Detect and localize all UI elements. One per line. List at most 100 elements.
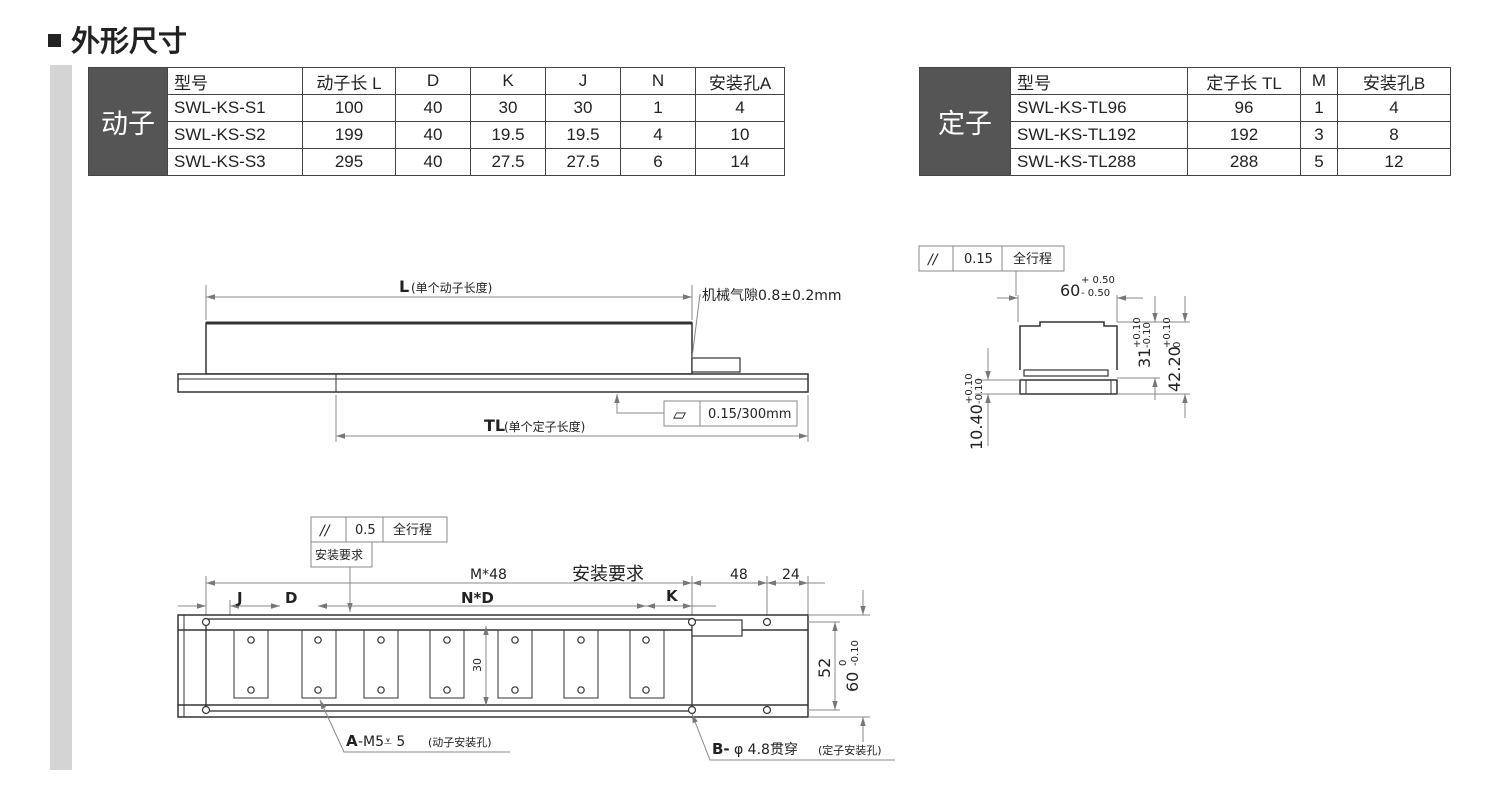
square-bullet-icon bbox=[48, 33, 61, 47]
table-cell: 40 bbox=[395, 94, 471, 122]
gray-side-bar bbox=[50, 65, 72, 770]
mounting-holes-a bbox=[247, 636, 650, 694]
parallel-symbol: // bbox=[926, 252, 939, 268]
top-view bbox=[177, 516, 895, 761]
dim-ND: N*D bbox=[461, 589, 494, 607]
hole-b-spec: φ 4.8贯穿 bbox=[734, 742, 798, 758]
magnet-slots bbox=[233, 629, 665, 699]
table-cell: 3 bbox=[1300, 121, 1338, 149]
parallel-frame-top bbox=[310, 516, 448, 543]
parallel-tolerance-top: 0.5 bbox=[355, 523, 376, 538]
dim-L-label: L bbox=[399, 277, 409, 296]
section-title: 外形尺寸 bbox=[48, 18, 187, 60]
dim-J: J bbox=[236, 589, 243, 607]
cable-connector-top bbox=[691, 619, 743, 637]
table-row: SWL-KS-TL96 96 1 4 bbox=[920, 94, 1451, 122]
table-cell: 27.5 bbox=[545, 148, 621, 176]
table-cell: 4 bbox=[620, 121, 696, 149]
table-cell: SWL-KS-S1 bbox=[167, 94, 303, 122]
section-title-text: 外形尺寸 bbox=[71, 24, 188, 58]
dim-K: K bbox=[666, 587, 679, 605]
dim-TL-note: (单个定子长度) bbox=[504, 419, 585, 434]
side-view bbox=[177, 285, 809, 442]
hole-a-label: A bbox=[346, 732, 358, 750]
dim-D: D bbox=[285, 589, 297, 607]
table-cell: SWL-KS-TL96 bbox=[1010, 94, 1188, 122]
column-header: K bbox=[470, 67, 546, 95]
dim-width: 60 bbox=[1060, 281, 1080, 300]
mover-body bbox=[205, 322, 693, 375]
dim-h10-tol-lower: -0.10 bbox=[974, 378, 985, 404]
parallel-tolerance: 0.15 bbox=[964, 252, 993, 267]
dim-m48: M*48 bbox=[470, 567, 507, 583]
parallel-symbol-top: // bbox=[318, 523, 331, 539]
dim-48: 48 bbox=[730, 567, 748, 583]
rail-cross-section bbox=[1019, 379, 1118, 395]
dim-60-tol-lower: -0.10 bbox=[850, 640, 861, 666]
column-header: 安装孔B bbox=[1337, 67, 1451, 95]
dim-h31-tol-lower: -0.10 bbox=[1142, 322, 1153, 348]
dim-h10-tol-upper: +0.10 bbox=[964, 373, 975, 404]
mover-top bbox=[205, 618, 693, 712]
table-cell: 5 bbox=[1300, 148, 1338, 176]
table-cell: SWL-KS-S3 bbox=[167, 148, 303, 176]
table-cell: 12 bbox=[1337, 148, 1451, 176]
dim-L-note: (单个动子长度) bbox=[411, 280, 492, 295]
table-row: 动子 型号 动子长 L D K J N 安装孔A bbox=[88, 67, 785, 176]
table-row: SWL-KS-TL192 192 3 8 bbox=[920, 121, 1451, 149]
install-req-label: 安装要求 bbox=[315, 547, 363, 562]
end-view bbox=[918, 245, 1190, 446]
install-req-box bbox=[310, 541, 373, 568]
dim-width-tol-upper: + 0.50 bbox=[1081, 275, 1115, 286]
flatness-symbol: ▱ bbox=[673, 405, 687, 425]
table-cell: 6 bbox=[620, 148, 696, 176]
dim-h42-tol-upper: +0.10 bbox=[1162, 317, 1173, 348]
table-cell: SWL-KS-TL192 bbox=[1010, 121, 1188, 149]
table-cell: 14 bbox=[695, 148, 785, 176]
parallel-scope-top: 全行程 bbox=[393, 522, 432, 538]
column-header: 动子长 L bbox=[302, 67, 396, 95]
table-cell: 199 bbox=[302, 121, 396, 149]
table-cell: SWL-KS-TL288 bbox=[1010, 148, 1188, 176]
hole-a-note: (动子安装孔) bbox=[428, 735, 492, 749]
dim-h42-tol-lower: 0 bbox=[1172, 342, 1183, 348]
table-row: SWL-KS-S3 295 40 27.5 27.5 6 14 bbox=[89, 148, 785, 176]
mover-spec-table: 动子 型号 动子长 L D K J N 安装孔A SWL-KS-S1 100 4… bbox=[88, 67, 785, 176]
air-gap-note: 机械气隙0.8±0.2mm bbox=[702, 288, 842, 304]
table-cell: 288 bbox=[1187, 148, 1301, 176]
dim-h42: 42.20 bbox=[1165, 346, 1184, 392]
table-cell: 4 bbox=[695, 94, 785, 122]
dim-width-tol-lower: - 0.50 bbox=[1081, 288, 1110, 299]
hole-b-note: (定子安装孔) bbox=[818, 743, 882, 757]
cable-connector bbox=[691, 357, 741, 373]
table-row: SWL-KS-S2 199 40 19.5 19.5 4 10 bbox=[89, 121, 785, 149]
column-header: 定子长 TL bbox=[1187, 67, 1301, 95]
stator-spec-table: 定子 型号 定子长 TL M 安装孔B SWL-KS-TL96 96 1 4 S… bbox=[919, 67, 1451, 176]
table-row: 定子 型号 定子长 TL M 安装孔B bbox=[919, 67, 1451, 176]
table-cell: 30 bbox=[545, 94, 621, 122]
mover-label: 动子 bbox=[88, 67, 168, 176]
mounting-holes-b bbox=[201, 617, 772, 715]
flatness-frame bbox=[663, 400, 798, 427]
mover-cross-section bbox=[1019, 321, 1118, 370]
hole-b-label: B- bbox=[712, 740, 730, 758]
install-req-large: 安装要求 bbox=[572, 564, 644, 585]
table-cell: 10 bbox=[695, 121, 785, 149]
dim-24: 24 bbox=[782, 567, 800, 583]
parallel-scope: 全行程 bbox=[1013, 251, 1052, 267]
dim-60-tol-upper: 0 bbox=[838, 660, 849, 666]
dim-TL-label: TL bbox=[484, 416, 505, 435]
dim-h10: 10.40 bbox=[967, 404, 986, 450]
dim-60: 60 bbox=[843, 672, 862, 692]
stator-rail bbox=[177, 373, 809, 393]
dim-52: 52 bbox=[815, 658, 834, 678]
table-row: SWL-KS-TL288 288 5 12 bbox=[920, 148, 1451, 176]
table-cell: 100 bbox=[302, 94, 396, 122]
table-cell: 19.5 bbox=[545, 121, 621, 149]
flatness-value: 0.15/300mm bbox=[708, 407, 791, 422]
column-header: 安装孔A bbox=[695, 67, 785, 95]
hole-a-spec: -M5⩡ 5 bbox=[358, 734, 405, 750]
table-cell: 295 bbox=[302, 148, 396, 176]
table-cell: 19.5 bbox=[470, 121, 546, 149]
